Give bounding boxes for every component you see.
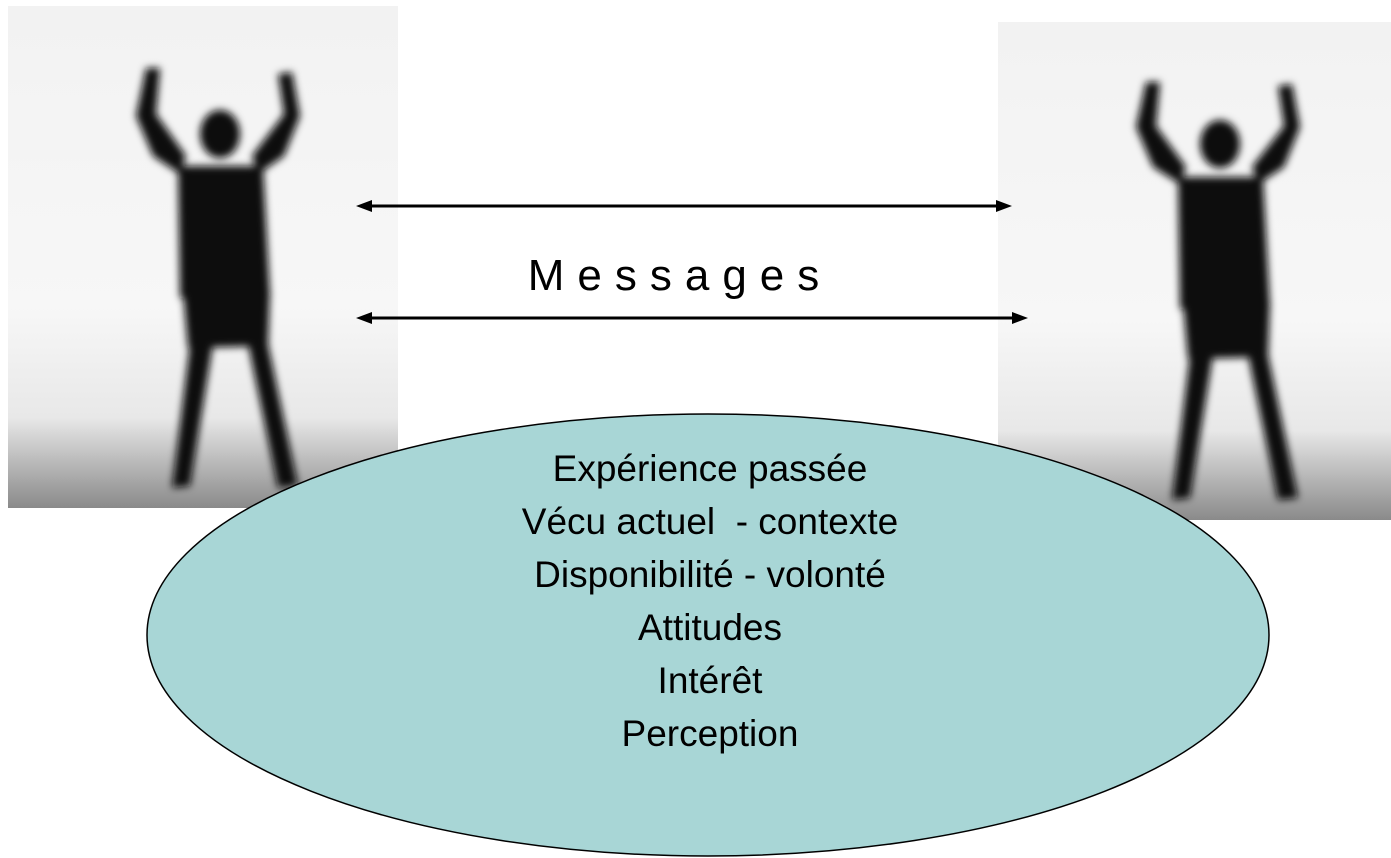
right-person-photo — [998, 22, 1391, 520]
ellipse-line: Vécu actuel - contexte — [521, 501, 899, 542]
ellipse-line: Expérience passée — [552, 448, 868, 489]
ellipse-text-block: Expérience passée Vécu actuel - contexte… — [380, 442, 1040, 760]
double-headed-arrow-icon — [356, 312, 1028, 324]
left-person-photo — [8, 6, 398, 508]
person-silhouette-icon — [8, 6, 398, 508]
ellipse-line: Attitudes — [638, 607, 782, 648]
person-silhouette-icon — [998, 22, 1391, 520]
messages-label: Messages — [527, 251, 833, 300]
double-headed-arrow-icon — [356, 200, 1012, 212]
ellipse-line: Disponibilité - volonté — [534, 554, 886, 595]
ellipse-line: Intérêt — [657, 660, 763, 701]
ellipse-line: Perception — [621, 713, 799, 754]
